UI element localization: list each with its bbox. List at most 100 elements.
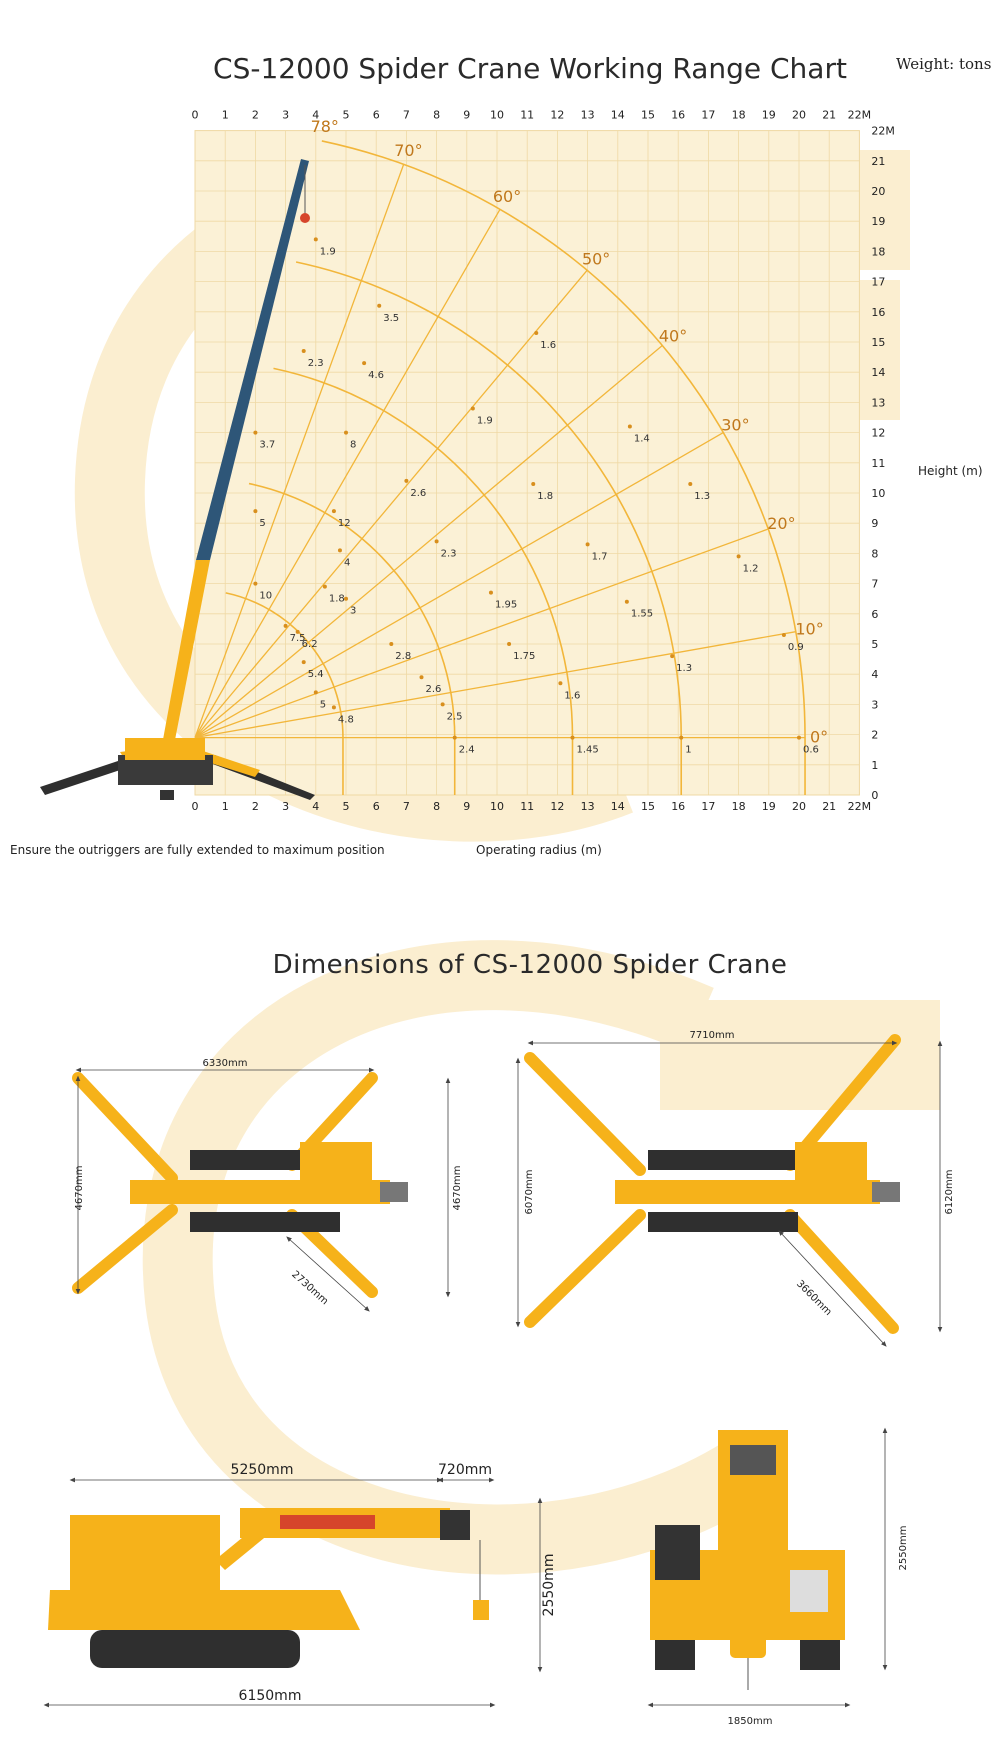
load-value-label: 8 <box>350 440 356 451</box>
load-point <box>344 430 348 435</box>
x-tick-label-top: 21 <box>822 109 836 122</box>
load-point <box>253 509 258 514</box>
crane-illustration <box>40 159 315 800</box>
x-tick-label-top: 11 <box>520 109 534 122</box>
side-view: 5250mm 720mm 2550mm 6150mm <box>43 1462 557 1708</box>
chart-grid <box>194 130 860 796</box>
dim-top-left-width: 6330mm <box>203 1058 248 1069</box>
y-tick-label: 22M <box>871 125 895 138</box>
x-tick-label-bottom: 3 <box>282 800 289 813</box>
x-tick-label-bottom: 8 <box>433 800 440 813</box>
load-value-label: 1.6 <box>540 340 556 351</box>
x-tick-label-top: 22M <box>848 109 872 122</box>
load-value-label: 1.4 <box>634 434 650 445</box>
angle-label: 20° <box>767 514 795 533</box>
load-point <box>679 735 684 740</box>
x-axis-title: Operating radius (m) <box>476 843 602 857</box>
boom-length-arc <box>225 592 344 795</box>
load-point <box>534 330 539 335</box>
boom-length-arc <box>273 367 574 795</box>
load-point <box>624 599 629 604</box>
angle-label: 30° <box>721 416 749 435</box>
dimensions-title: Dimensions of CS-12000 Spider Crane <box>272 950 788 980</box>
y-tick-label: 15 <box>871 336 885 349</box>
load-point <box>470 406 475 411</box>
load-value-label: 0.9 <box>788 642 804 653</box>
load-value-label: 4.6 <box>368 370 384 381</box>
load-point <box>434 539 439 544</box>
dim-side-total-length: 6150mm <box>239 1688 302 1704</box>
load-value-label: 2.4 <box>459 745 475 756</box>
x-tick-label-bottom: 9 <box>463 800 470 813</box>
load-point <box>507 642 512 646</box>
load-value-label: 1.7 <box>592 551 608 562</box>
x-tick-label-bottom: 6 <box>373 800 380 813</box>
page-title: CS-12000 Spider Crane Working Range Char… <box>213 52 847 85</box>
x-tick-label-top: 17 <box>701 109 715 122</box>
x-tick-label-top: 13 <box>581 109 595 122</box>
x-tick-label-top: 3 <box>282 109 289 122</box>
load-point <box>253 581 258 586</box>
y-tick-label: 13 <box>871 396 885 409</box>
y-tick-label: 11 <box>871 457 885 470</box>
x-tick-label-bottom: 12 <box>550 800 564 813</box>
angle-label: 50° <box>582 250 610 269</box>
x-tick-label-bottom: 0 <box>192 800 199 813</box>
load-point <box>283 623 288 628</box>
x-tick-label-bottom: 14 <box>611 800 625 813</box>
y-tick-label: 19 <box>871 215 885 228</box>
x-tick-label-top: 10 <box>490 109 504 122</box>
x-tick-label-top: 16 <box>671 109 685 122</box>
angle-ray <box>194 631 796 739</box>
dim-rear-height: 2550mm <box>898 1526 909 1571</box>
angle-label: 0° <box>810 728 828 747</box>
load-value-label: 4 <box>344 557 350 568</box>
y-axis-title: Height (m) <box>918 464 983 478</box>
y-tick-label: 3 <box>871 698 878 711</box>
load-point <box>389 642 394 646</box>
load-value-label: 1.45 <box>577 745 599 756</box>
load-point <box>313 237 318 242</box>
load-point <box>531 481 536 486</box>
load-point <box>344 596 348 601</box>
load-point <box>627 424 632 429</box>
y-tick-label: 12 <box>871 427 885 440</box>
x-tick-label-top: 0 <box>192 109 199 122</box>
x-tick-label-bottom: 7 <box>403 800 410 813</box>
x-tick-label-bottom: 13 <box>581 800 595 813</box>
load-point <box>452 735 457 740</box>
load-point <box>253 430 258 435</box>
y-tick-label: 4 <box>871 668 878 681</box>
dim-top-right-width: 7710mm <box>690 1030 735 1041</box>
load-value-label: 2.8 <box>395 651 411 662</box>
dim-side-boom-tip: 720mm <box>438 1462 492 1478</box>
angle-ray <box>194 432 724 739</box>
dim-side-height: 2550mm <box>541 1554 557 1617</box>
outrigger-note: Ensure the outriggers are fully extended… <box>10 843 385 857</box>
load-value-label: 5 <box>259 518 265 529</box>
y-tick-label: 9 <box>871 517 878 530</box>
load-point <box>362 361 367 366</box>
load-value-label: 1.9 <box>477 415 493 426</box>
load-value-label: 3.5 <box>383 313 399 324</box>
y-tick-label: 7 <box>871 578 878 591</box>
x-tick-label-top: 19 <box>762 109 776 122</box>
y-tick-label: 16 <box>871 306 885 319</box>
top-view-extended: 7710mm 6070mm 6120mm 3660mm <box>515 1030 955 1347</box>
load-value-label: 12 <box>338 518 351 529</box>
radius-arcs <box>225 140 806 795</box>
x-tick-label-top: 12 <box>550 109 564 122</box>
weight-unit-label: Weight: tons <box>896 55 992 73</box>
x-tick-label-top: 5 <box>343 109 350 122</box>
top-view-compact: 6330mm 4670mm 4670mm 2730mm <box>72 1058 463 1312</box>
y-tick-label: 1 <box>871 759 878 772</box>
angle-ray <box>194 208 501 738</box>
x-tick-label-bottom: 17 <box>701 800 715 813</box>
x-tick-label-top: 9 <box>463 109 470 122</box>
x-tick-label-top: 2 <box>252 109 259 122</box>
x-tick-label-bottom: 21 <box>822 800 836 813</box>
